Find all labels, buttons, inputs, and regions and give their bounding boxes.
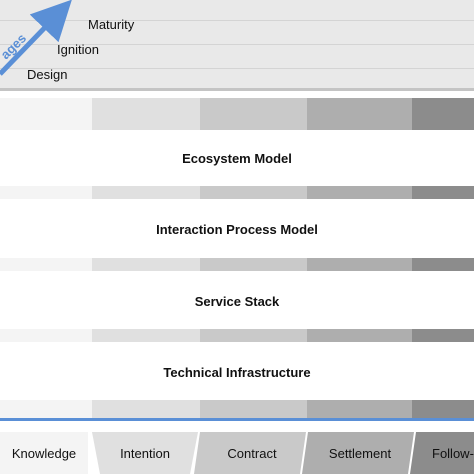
layer-title-service-stack: Service Stack	[194, 294, 280, 309]
base-line	[0, 418, 474, 421]
stage-label-maturity: Maturity	[88, 17, 135, 32]
phase-contract: Contract	[227, 445, 277, 461]
phase-strip	[0, 400, 474, 418]
phase-strip	[0, 329, 474, 342]
phase-strip	[0, 98, 474, 130]
stage-gridline	[0, 20, 474, 21]
phase-strip	[0, 258, 474, 271]
phase-follow-up: Follow-	[432, 445, 474, 461]
phase-knowledge: Knowledge	[0, 432, 88, 474]
layer-title-interaction-process-model: Interaction Process Model	[156, 222, 318, 237]
layer-title-ecosystem-model: Ecosystem Model	[182, 151, 292, 166]
stage-label-ignition: Ignition	[57, 42, 99, 57]
stage-gridline	[0, 44, 474, 45]
phase-row: Knowledge Intention Contract Settlement …	[0, 432, 474, 474]
phase-shapes	[92, 432, 474, 474]
layer-title-technical-infrastructure: Technical Infrastructure	[163, 365, 311, 380]
stages-arrow-icon: ages	[0, 0, 72, 76]
phase-settlement: Settlement	[328, 445, 392, 461]
divider	[0, 88, 474, 91]
stage-label-design: Design	[27, 67, 68, 82]
phase-strip	[0, 186, 474, 199]
stage-gridline	[0, 68, 474, 69]
phase-intention: Intention	[120, 445, 170, 461]
development-stages-area: ages Maturity Ignition Design	[0, 0, 474, 88]
